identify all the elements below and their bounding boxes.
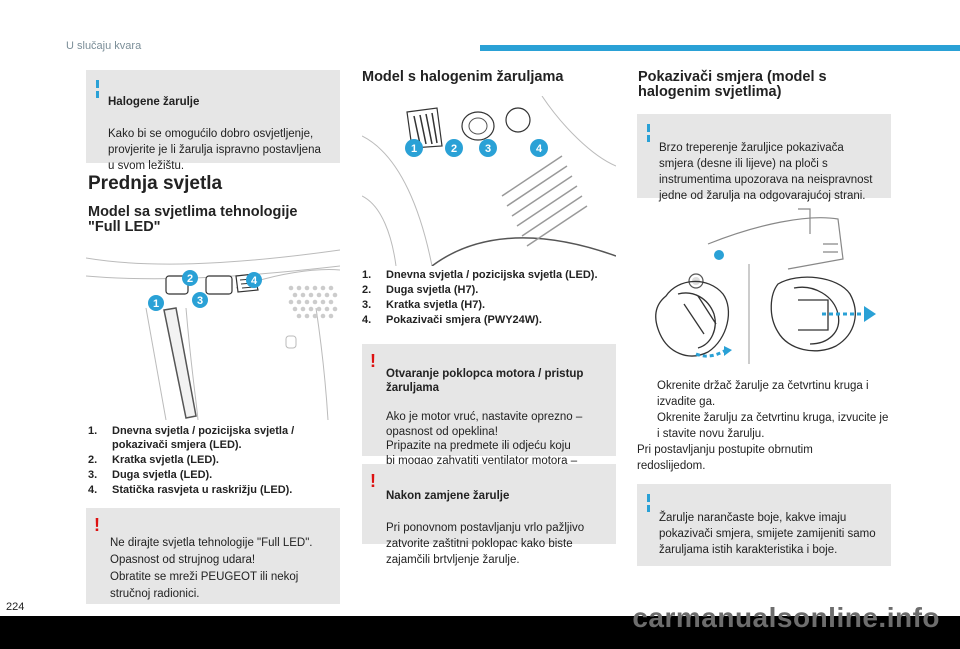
list-item: 1. Dnevna svjetla / pozicijska svjetla / … — [88, 424, 338, 452]
list-item: Okrenite držač žarulje za četvrtinu krug… — [637, 378, 891, 410]
list-item: 4. Pokazivači smjera (PWY24W). — [362, 313, 612, 327]
list-number: 3. — [362, 299, 372, 311]
list-text: Dnevna svjetla / pozicijska svjetla / po… — [112, 425, 295, 451]
list-number: 4. — [88, 484, 98, 496]
badge-1-label: 1 — [411, 143, 417, 155]
indicator-bulb-holder-illustration — [655, 208, 876, 364]
warning-exclamation-icon: ! — [94, 515, 100, 535]
badge-2-label: 2 — [451, 143, 457, 155]
section-title: U slučaju kvara — [66, 40, 142, 52]
note-orange-bulbs: Žarulje narančaste boje, kakve imaju pok… — [637, 484, 891, 566]
badge-1 — [405, 139, 423, 157]
badge-3-label: 3 — [485, 143, 491, 155]
led-badge-group: 1 2 3 4 — [148, 270, 262, 311]
list-item: 2. Duga svjetla (H7). — [362, 283, 612, 297]
list-text: Pokazivači smjera (PWY24W). — [386, 314, 542, 326]
list-text: Statička rasvjeta u raskrižju (LED). — [112, 484, 293, 496]
info-bar-icon — [96, 80, 99, 98]
heading-indicators: Pokazivači smjera (model s halogenim svj… — [638, 69, 827, 100]
warning-after-replacement: ! Nakon zamjene žarulje Pri ponovnom pos… — [362, 464, 616, 566]
list-text: Duga svjetla (LED). — [112, 469, 213, 481]
heading-halogen-model: Model s halogenim žaruljama — [362, 69, 564, 85]
list-text: Dnevna svjetla / pozicijska svjetla (LED… — [386, 269, 598, 281]
note-text: Brzo treperenje žaruljice pokazivača smj… — [659, 142, 873, 202]
watermark: carmanualsonline.info — [632, 602, 940, 633]
list-item: 1. Dnevna svjetla / pozicijska svjetla (L… — [362, 268, 612, 282]
warning-hood-opening: ! Otvaranje poklopca motora / pristup ža… — [362, 344, 616, 481]
list-number: 2. — [362, 284, 372, 296]
badge-2 — [445, 139, 463, 157]
badge-3 — [479, 139, 497, 157]
list-item: Okrenite žarulju za četvrtinu kruga, izv… — [637, 410, 891, 442]
note-text: Kako bi se omogućilo dobro osvjetljenje,… — [108, 128, 321, 172]
page-number: 224 — [6, 601, 25, 613]
indicator-marker — [714, 250, 724, 260]
header-accent-bar — [480, 45, 960, 51]
note-halogen-bulbs: Halogene žarulje Kako bi se omogućilo do… — [86, 70, 340, 172]
halogen-headlamp-illustration: 1 2 3 4 — [362, 96, 616, 266]
full-led-list: 1. Dnevna svjetla / pozicijska svjetla / … — [88, 424, 338, 498]
warning-exclamation-icon: ! — [370, 351, 376, 371]
note-indicator-fast-blink: Brzo treperenje žaruljice pokazivača smj… — [637, 114, 891, 202]
reverse-order-text: Pri postavljanju postupite obrnutim redo… — [637, 444, 813, 472]
subheading-full-led: Model sa svjetlima tehnologije "Full LED… — [88, 204, 298, 235]
list-text: Duga svjetla (H7). — [386, 284, 479, 296]
step-text: Okrenite žarulju za četvrtinu kruga, izv… — [657, 412, 889, 440]
footer-bar — [0, 616, 960, 649]
warning-exclamation-icon: ! — [370, 471, 376, 491]
badge-4 — [246, 272, 262, 288]
note-title: Halogene žarulje — [108, 96, 200, 108]
badge-2-label: 2 — [187, 273, 193, 285]
list-item: 2. Kratka svjetla (LED). — [88, 453, 338, 467]
badge-4-label: 4 — [251, 275, 258, 287]
list-number: 4. — [362, 314, 372, 326]
list-text: Kratka svjetla (LED). — [112, 454, 219, 466]
halogen-list: 1. Dnevna svjetla / pozicijska svjetla (L… — [362, 268, 612, 328]
badge-3 — [192, 292, 208, 308]
indicator-steps: Okrenite držač žarulje za četvrtinu krug… — [637, 378, 891, 474]
info-bar-icon — [647, 494, 650, 512]
list-item: 3. Kratka svjetla (H7). — [362, 298, 612, 312]
warning-text: Ne dirajte svjetla tehnologije "Full LED… — [110, 537, 313, 600]
info-bar-icon — [647, 124, 650, 142]
badge-1 — [148, 295, 164, 311]
step-text: Okrenite držač žarulje za četvrtinu krug… — [657, 380, 869, 408]
full-led-headlamp-illustration: 1 2 3 4 — [86, 249, 340, 420]
list-text: Kratka svjetla (H7). — [386, 299, 486, 311]
list-number: 2. — [88, 454, 98, 466]
note-text: Žarulje narančaste boje, kakve imaju pok… — [659, 512, 876, 556]
halogen-badge-group: 1 2 3 4 — [405, 139, 548, 157]
badge-4 — [530, 139, 548, 157]
warning-title: Nakon zamjene žarulje — [386, 490, 510, 502]
badge-4-label: 4 — [536, 143, 543, 155]
list-item: 3. Duga svjetla (LED). — [88, 468, 338, 482]
badge-3-label: 3 — [197, 295, 203, 307]
list-item: 4. Statička rasvjeta u raskrižju (LED). — [88, 483, 338, 497]
list-number: 1. — [362, 269, 372, 281]
warning-text: Pri ponovnom postavljanju vrlo pažljivo … — [386, 522, 585, 566]
badge-2 — [182, 270, 198, 286]
warning-full-led: ! Ne dirajte svjetla tehnologije "Full L… — [86, 508, 340, 604]
list-number: 3. — [88, 469, 98, 481]
list-number: 1. — [88, 425, 98, 437]
warning-title: Otvaranje poklopca motora / pristup žaru… — [386, 367, 584, 395]
page-heading: Prednja svjetla — [88, 173, 223, 194]
badge-1-label: 1 — [153, 298, 159, 310]
